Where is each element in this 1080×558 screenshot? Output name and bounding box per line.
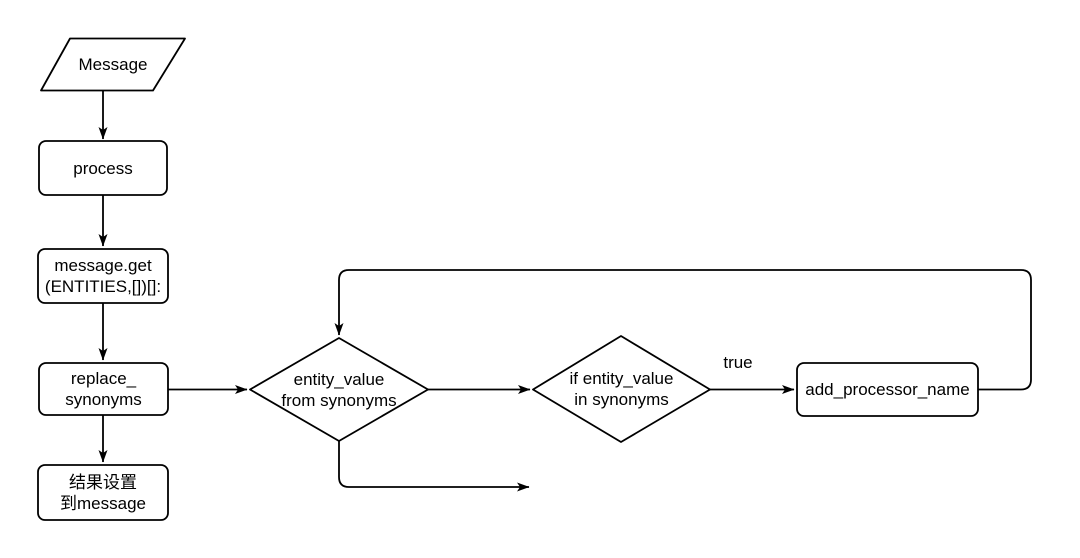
- node-entity-value-from-synonyms: [249, 337, 429, 442]
- edge-exit-down: [338, 441, 530, 492]
- node-message-get: [37, 248, 169, 304]
- node-add-processor-name: [796, 362, 979, 417]
- node-if-entity-value-in-synonyms: [532, 335, 711, 443]
- node-replace-synonyms: [38, 362, 169, 416]
- node-message: [40, 37, 186, 92]
- node-process: [38, 140, 168, 196]
- edge-loop-back: [334, 269, 1032, 391]
- node-set-result-to-message: [37, 464, 169, 521]
